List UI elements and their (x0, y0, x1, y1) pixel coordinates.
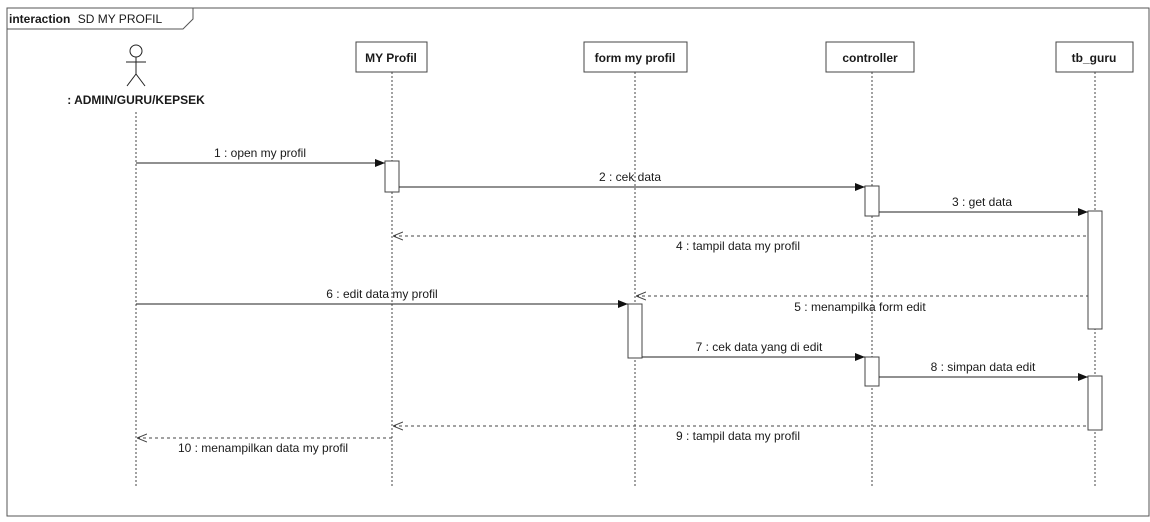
activation-bar-controller-2 (864, 356, 880, 387)
activation-bar-tb-guru-2 (1087, 375, 1103, 431)
lifeline-label-my-profil: MY Profil (365, 51, 417, 65)
message-label-5: 5 : menampilka form edit (794, 300, 926, 314)
lifeline-label-tb-guru: tb_guru (1072, 51, 1117, 65)
lifeline-controller: controller (825, 41, 915, 73)
message-label-4: 4 : tampil data my profil (676, 239, 800, 253)
messages (136, 159, 1088, 438)
activation-bar-form (627, 303, 643, 359)
frame-title: interaction SD MY PROFIL (9, 12, 162, 26)
stick-figure-icon (126, 44, 146, 87)
actor-label: : ADMIN/GURU/KEPSEK (67, 93, 205, 107)
message-label-9: 9 : tampil data my profil (676, 429, 800, 443)
lifeline-my-profil: MY Profil (355, 41, 428, 73)
message-label-10: 10 : menampilkan data my profil (178, 441, 348, 455)
actor: : ADMIN/GURU/KEPSEK (67, 44, 205, 107)
message-label-1: 1 : open my profil (214, 146, 306, 160)
interaction-frame: interaction SD MY PROFIL (6, 7, 1150, 517)
activation-bar-tb-guru-1 (1087, 210, 1103, 330)
message-label-7: 7 : cek data yang di edit (696, 340, 823, 354)
lifeline-form-my-profil: form my profil (583, 41, 688, 73)
frame-name: SD MY PROFIL (78, 12, 163, 26)
message-label-2: 2 : cek data (599, 170, 661, 184)
activation-bar-my-profil (384, 160, 400, 193)
lifeline-label-form-my-profil: form my profil (595, 51, 676, 65)
activation-bar-controller-1 (864, 185, 880, 217)
message-label-6: 6 : edit data my profil (326, 287, 437, 301)
frame-keyword: interaction (9, 12, 70, 26)
lifeline-tb-guru: tb_guru (1055, 41, 1134, 73)
activation-bars (384, 160, 1103, 431)
lifeline-label-controller: controller (842, 51, 898, 65)
message-label-8: 8 : simpan data edit (931, 360, 1036, 374)
message-label-3: 3 : get data (952, 195, 1012, 209)
message-labels: 1 : open my profil 2 : cek data 3 : get … (178, 146, 1036, 455)
